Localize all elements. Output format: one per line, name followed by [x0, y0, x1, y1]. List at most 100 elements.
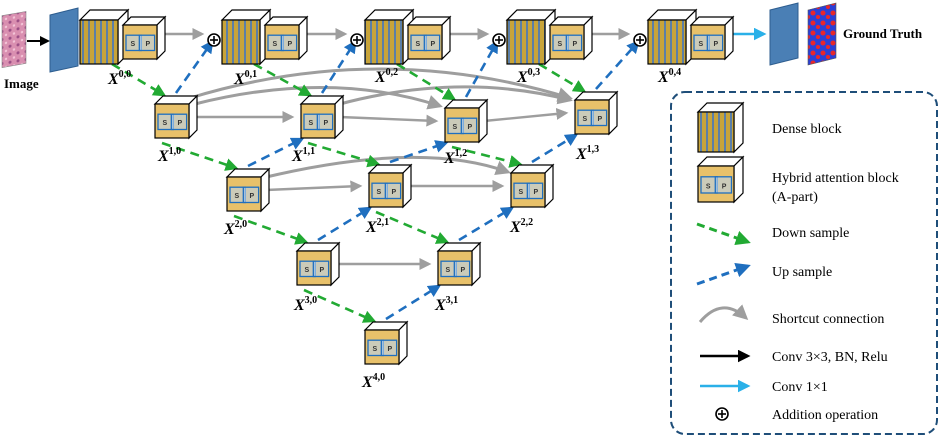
- node-label-x04: X0,4: [657, 67, 681, 86]
- node-x04: S P X0,4: [633, 8, 735, 86]
- shortcut-x11-x13: [339, 85, 573, 106]
- node-label-x31: X3,1: [434, 295, 458, 314]
- node-label-x21: X2,1: [365, 217, 389, 236]
- node-label-base: X: [443, 150, 455, 167]
- node-label-sup: 1,0: [169, 146, 182, 157]
- node-x00: S P X0,0: [78, 8, 167, 88]
- node-label-base: X: [361, 374, 373, 391]
- node-label-x30: X3,0: [293, 295, 317, 314]
- attention-p-letter: P: [287, 41, 292, 48]
- attention-p-letter: P: [722, 183, 727, 190]
- node-label-base: X: [374, 69, 386, 86]
- input-conv-plane: [49, 7, 79, 73]
- skip-x20-x21: [265, 180, 363, 193]
- node-label-x10: X1,0: [157, 146, 181, 165]
- output-conv-plane: [769, 2, 799, 66]
- input-image: [1, 11, 27, 69]
- up-x21-x12: [389, 140, 449, 164]
- node-label-base: X: [157, 148, 169, 165]
- node-label-base: X: [223, 221, 235, 238]
- attention-s-letter: S: [234, 193, 239, 200]
- attention-p-letter: P: [713, 41, 718, 48]
- node-x40: S P X4,0: [361, 320, 409, 391]
- node-label-base: X: [233, 71, 245, 88]
- attention-s-letter: S: [557, 41, 562, 48]
- node-label-x03: X0,3: [516, 67, 540, 86]
- attention-p-letter: P: [177, 120, 182, 127]
- node-label-sup: 0,0: [119, 69, 132, 80]
- node-label-x20: X2,0: [223, 219, 247, 238]
- up-x31-x22: [458, 206, 515, 242]
- node-label-x01: X0,1: [233, 69, 257, 88]
- node-label-sup: 0,4: [669, 67, 682, 78]
- shortcut-x10-x13: [189, 67, 573, 102]
- attention-s-letter: S: [376, 189, 381, 196]
- down-x11-x21: [307, 141, 381, 168]
- node-x21: S P X2,1: [365, 163, 413, 236]
- up-x22-x13: [531, 133, 579, 164]
- attention-s-letter: S: [452, 124, 457, 131]
- down-x01-x11: [253, 62, 313, 97]
- attention-p-letter: P: [323, 120, 328, 127]
- node-x12: S P X1,2: [443, 98, 489, 167]
- legend-up-label: Up sample: [772, 265, 832, 280]
- node-x11: S P X1,1: [291, 94, 345, 165]
- attention-s-letter: S: [415, 41, 420, 48]
- node-label-x00: X0,0: [107, 69, 131, 88]
- legend-down-arrow: [696, 222, 751, 246]
- attention-s-letter: S: [162, 120, 167, 127]
- node-label-base: X: [516, 69, 528, 86]
- node-label-x12: X1,2: [443, 148, 467, 167]
- node-label-base: X: [365, 219, 377, 236]
- up-x12-x03: [464, 39, 499, 98]
- shortcut-x20-x22: [261, 155, 511, 180]
- attention-s-letter: S: [706, 183, 711, 190]
- legend-hybrid-sublabel: (A-part): [772, 190, 818, 205]
- node-label-base: X: [657, 69, 669, 86]
- node-label-x11: X1,1: [291, 146, 315, 165]
- attention-p-letter: P: [387, 346, 392, 353]
- connections-layer: [111, 28, 640, 323]
- legend-addition-icon: [715, 407, 729, 421]
- attention-p-letter: P: [467, 124, 472, 131]
- node-label-sup: 1,3: [587, 144, 600, 155]
- node-label-sup: 1,2: [455, 148, 468, 159]
- attention-p-letter: P: [460, 267, 465, 274]
- node-x20: S P X2,0: [223, 167, 271, 238]
- down-x21-x31: [375, 210, 450, 244]
- down-x10-x20: [161, 141, 239, 171]
- attention-s-letter: S: [698, 41, 703, 48]
- node-label-sup: 2,1: [377, 217, 390, 228]
- legend-conv1-label: Conv 1×1: [772, 380, 828, 395]
- attention-s-letter: S: [518, 189, 523, 196]
- attention-s-letter: S: [372, 346, 377, 353]
- node-label-sup: 4,0: [373, 372, 386, 383]
- attention-s-letter: S: [308, 120, 313, 127]
- node-label-sup: 2,2: [521, 217, 534, 228]
- up-x11-x02: [320, 39, 357, 94]
- up-x13-x04: [595, 40, 640, 90]
- attention-p-letter: P: [249, 193, 254, 200]
- legend-frame: [670, 91, 938, 435]
- attention-p-letter: P: [391, 189, 396, 196]
- node-x10: S P X1,0: [153, 94, 199, 165]
- node-label-base: X: [293, 297, 305, 314]
- up-x30-x21: [317, 206, 373, 242]
- node-label-x22: X2,2: [509, 217, 533, 236]
- down-x03-x13: [538, 62, 587, 93]
- legend-dense-icon: [696, 101, 745, 154]
- ground-truth-image: [807, 2, 837, 66]
- attention-s-letter: S: [130, 41, 135, 48]
- attention-p-letter: P: [145, 41, 150, 48]
- down-x20-x30: [233, 214, 309, 245]
- node-label-base: X: [434, 297, 446, 314]
